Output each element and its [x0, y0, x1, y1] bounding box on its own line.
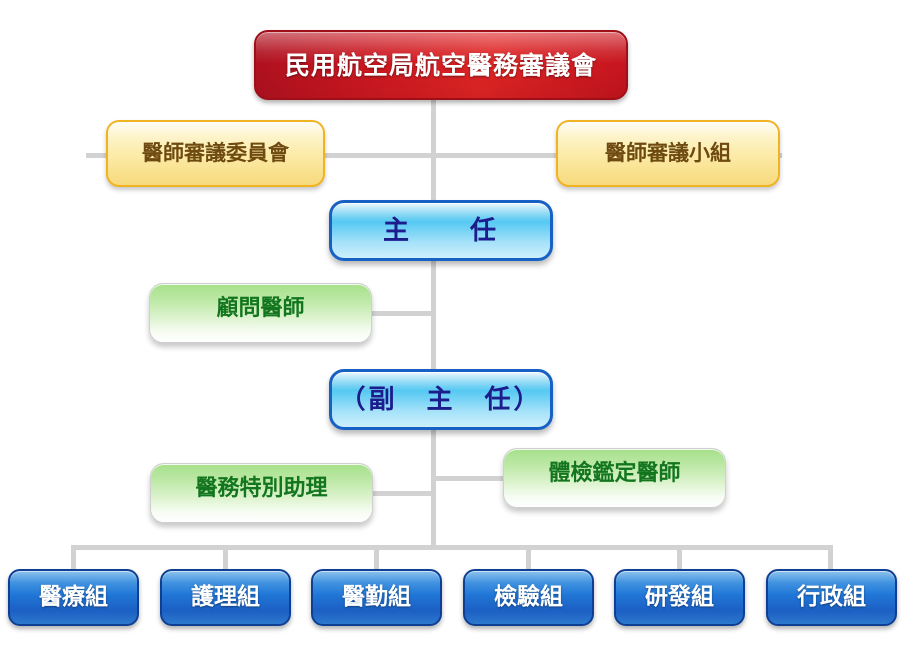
node-administration-group-label: 行政組 [797, 584, 866, 610]
node-review-committee[interactable]: 醫師審議委員會 [106, 120, 325, 187]
connector-special-assistant-to-trunk [368, 491, 435, 496]
node-physical-exam-physician-label: 體檢鑑定醫師 [548, 461, 681, 486]
connector-drop-medical-duty-group [374, 545, 379, 570]
node-medical-group-label: 醫療組 [39, 584, 108, 610]
node-nursing-group[interactable]: 護理組 [160, 569, 291, 626]
node-review-committee-label: 醫師審議委員會 [142, 141, 289, 165]
node-director-label: 主 任 [382, 215, 499, 246]
connector-drop-administration-group [828, 545, 833, 570]
node-physical-exam-physician[interactable]: 體檢鑑定醫師 [503, 448, 726, 508]
node-director[interactable]: 主 任 [329, 200, 553, 261]
node-medical-duty-group-label: 醫勤組 [342, 584, 411, 610]
connector-drop-laboratory-group [526, 545, 531, 570]
node-deputy-director-label: （副 主 任） [339, 384, 543, 415]
connector-trunk-director-to-deputy [431, 261, 436, 372]
node-medical-group[interactable]: 醫療組 [8, 569, 139, 626]
node-laboratory-group-label: 檢驗組 [494, 584, 563, 610]
node-consulting-physician-label: 顧問醫師 [216, 296, 305, 321]
connector-committees-horizontal [86, 153, 782, 158]
node-medical-special-assistant[interactable]: 醫務特別助理 [150, 463, 373, 523]
connector-groups-bus [71, 545, 833, 550]
connector-drop-nursing-group [223, 545, 228, 570]
connector-trunk-deputy-to-groups [431, 428, 436, 547]
node-research-development-group-label: 研發組 [645, 584, 714, 610]
node-laboratory-group[interactable]: 檢驗組 [463, 569, 594, 626]
node-nursing-group-label: 護理組 [191, 584, 260, 610]
node-medical-duty-group[interactable]: 醫勤組 [311, 569, 442, 626]
connector-advisor-to-trunk [367, 311, 435, 316]
connector-exam-physician-to-trunk [431, 476, 508, 481]
node-root[interactable]: 民用航空局航空醫務審議會 [254, 30, 628, 100]
connector-drop-medical-group [71, 545, 76, 570]
node-consulting-physician[interactable]: 顧問醫師 [149, 283, 372, 343]
node-deputy-director[interactable]: （副 主 任） [329, 369, 553, 430]
node-research-development-group[interactable]: 研發組 [614, 569, 745, 626]
node-administration-group[interactable]: 行政組 [766, 569, 897, 626]
node-review-group[interactable]: 醫師審議小組 [556, 120, 780, 187]
connector-drop-research-development-group [677, 545, 682, 570]
node-root-label: 民用航空局航空醫務審議會 [284, 50, 597, 80]
node-review-group-label: 醫師審議小組 [605, 141, 731, 165]
node-medical-special-assistant-label: 醫務特別助理 [195, 476, 328, 501]
